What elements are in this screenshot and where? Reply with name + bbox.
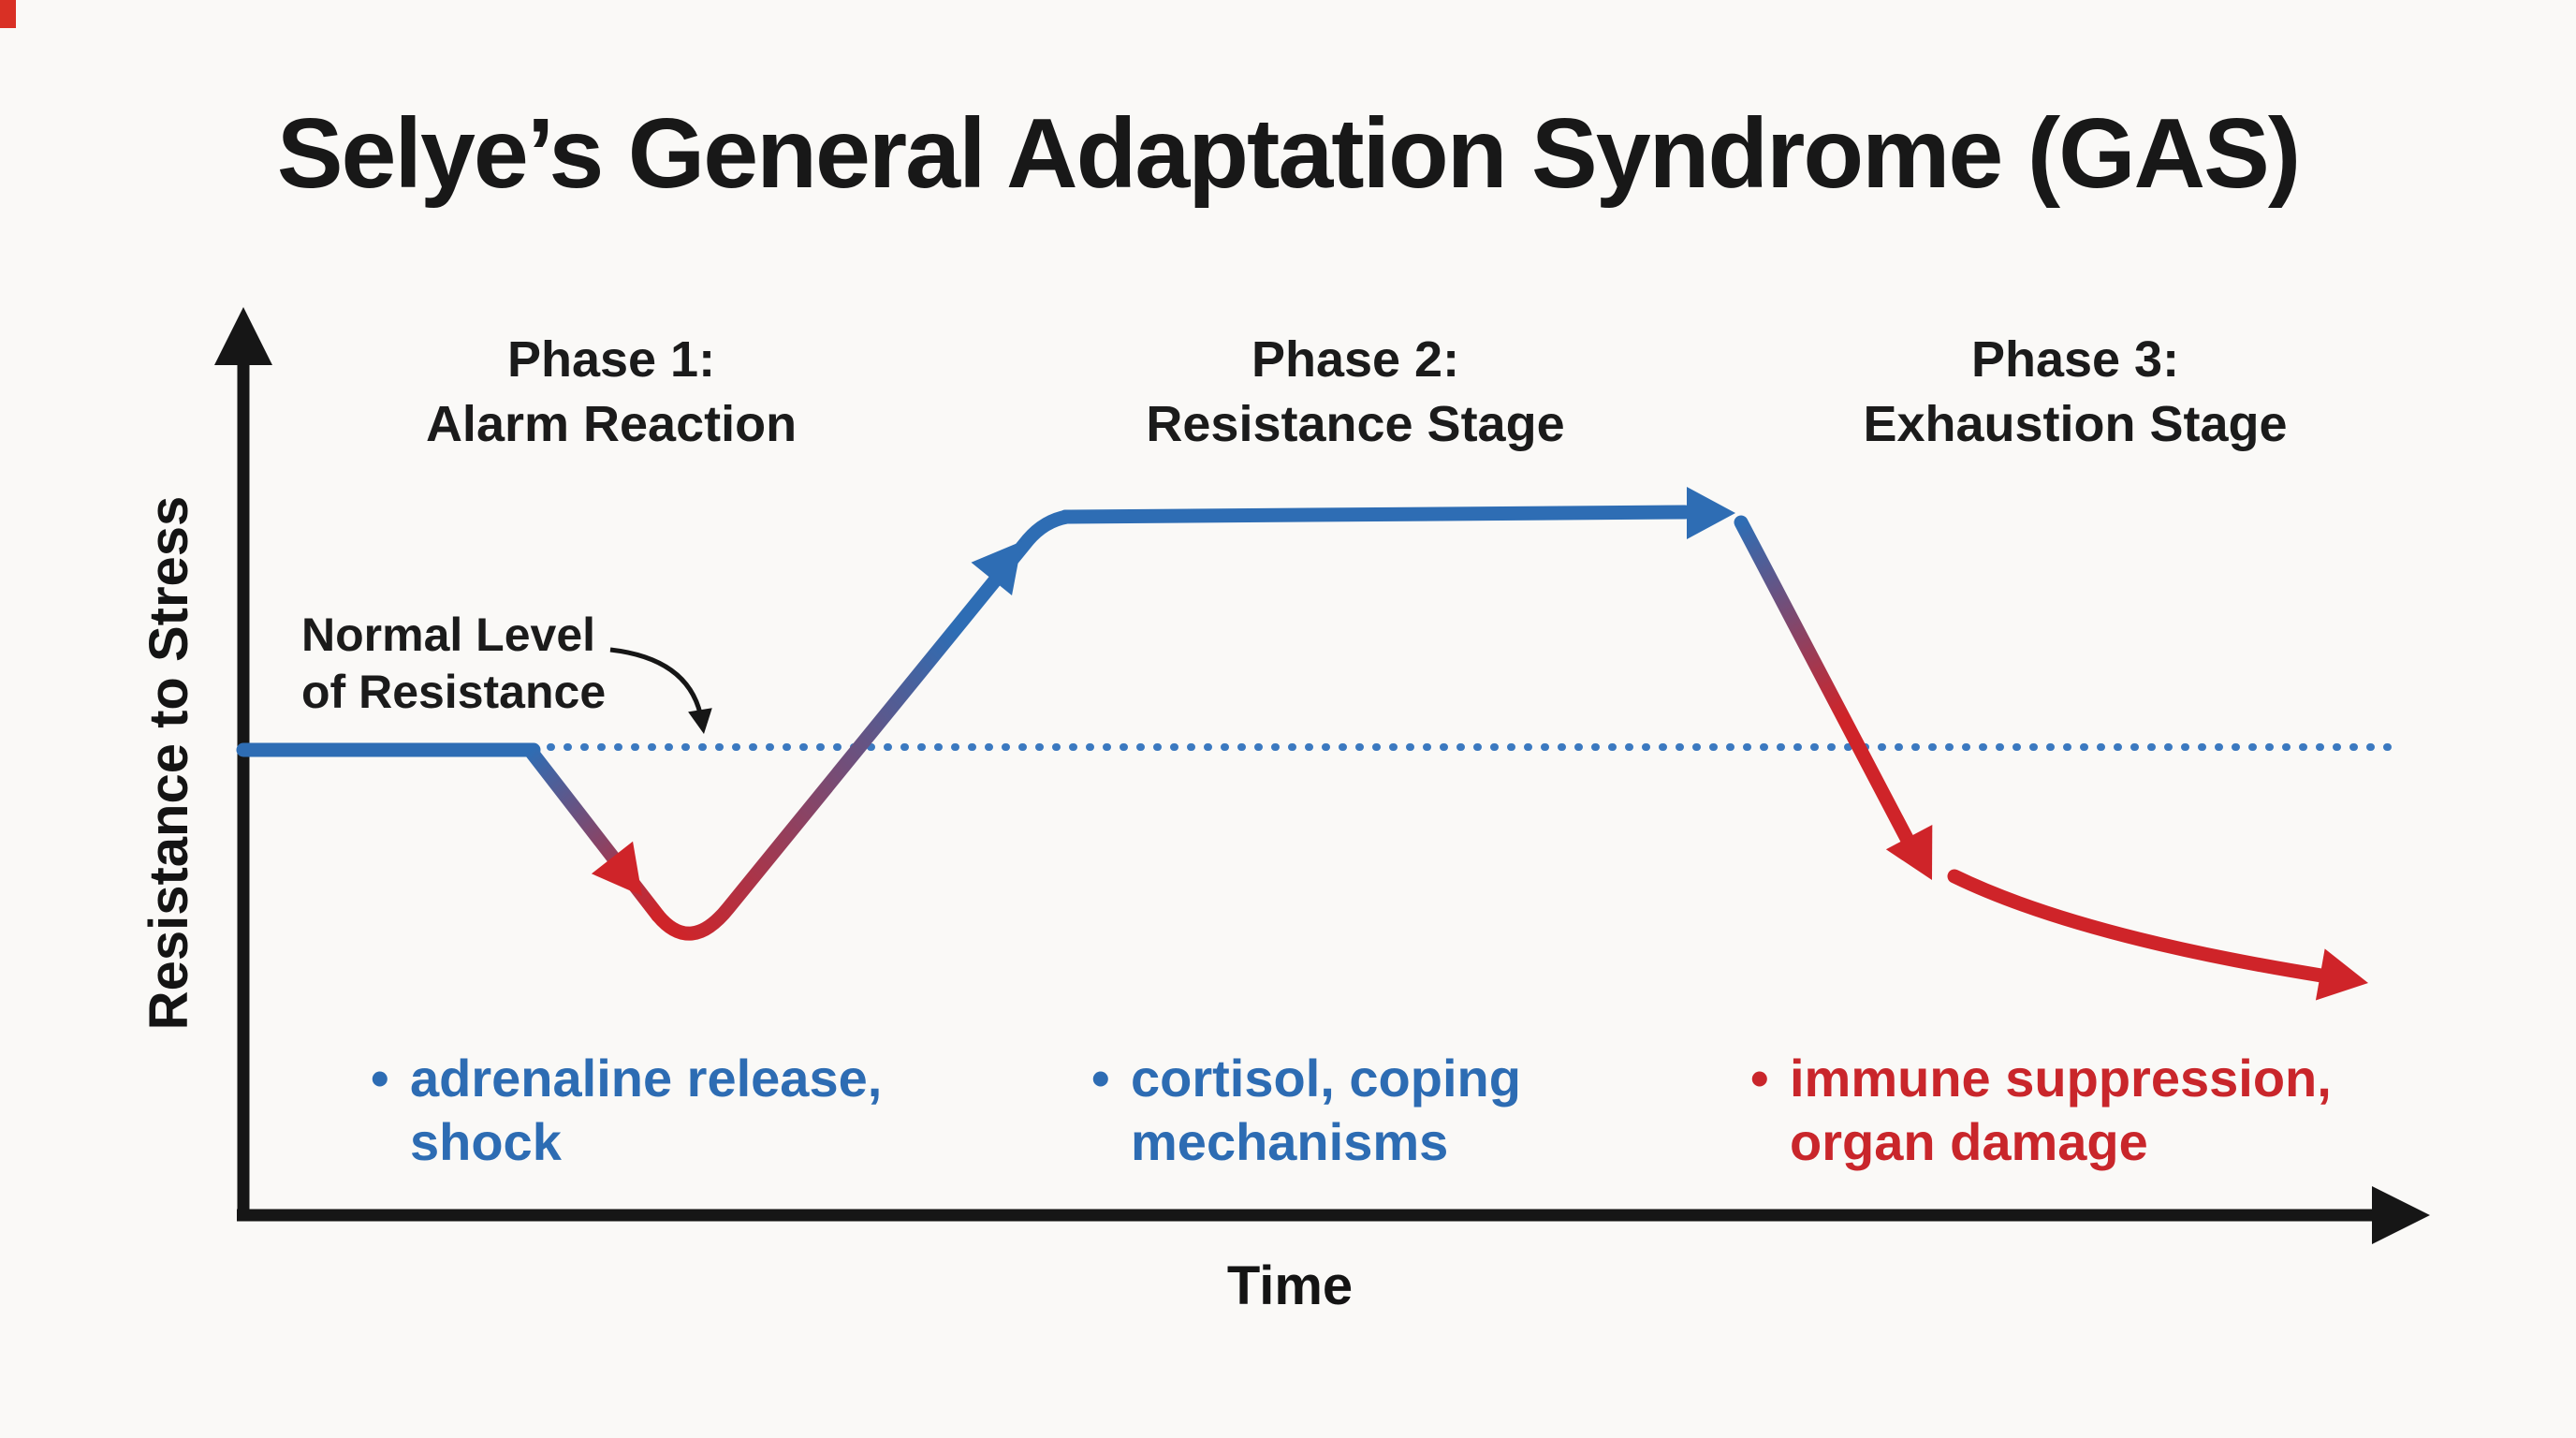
curve-final-decline-segment <box>1947 869 2329 983</box>
phase-1-note-line2: shock <box>410 1112 562 1172</box>
phase-1-note-line1: • adrenaline release, <box>371 1047 882 1110</box>
phase-1-label: Phase 1: Alarm Reaction <box>284 328 939 457</box>
phase-2-note-line2: mechanisms <box>1131 1112 1449 1172</box>
phase-1-label-line2: Alarm Reaction <box>425 396 798 453</box>
bullet-icon: • <box>1091 1049 1110 1108</box>
phase-2-note-line1: • cortisol, coping <box>1091 1047 1521 1110</box>
rise-arrowhead-icon <box>971 541 1022 596</box>
curve-resistance-plateau-segment <box>1058 505 1692 524</box>
diagram-title: Selye’s General Adaptation Syndrome (GAS… <box>276 98 2301 209</box>
phase-3-note-line2: organ damage <box>1790 1112 2148 1172</box>
phase-2-label-line1: Phase 2: <box>1251 331 1460 388</box>
phase-1-note-text1: adrenaline release, <box>410 1049 883 1108</box>
phase-3-note-line1: • immune suppression, <box>1750 1047 2332 1110</box>
phase-3-label-line1: Phase 3: <box>1970 331 2180 388</box>
phase-1-label-line1: Phase 1: <box>506 331 716 388</box>
corner-mark <box>0 0 16 28</box>
normal-level-label-line1: Normal Level <box>301 609 596 661</box>
x-axis-label: Time <box>1226 1255 1354 1316</box>
final-arrowhead-icon <box>2315 948 2368 1001</box>
phase-1-note: • adrenaline release, shock <box>371 1047 882 1175</box>
curve-exhaustion-drop-segment <box>1734 515 1919 855</box>
exhaustion-arrowhead-icon <box>1885 824 1933 880</box>
y-axis-arrowhead-icon <box>214 307 272 365</box>
normal-level-label-line2: of Resistance <box>301 666 607 718</box>
phase-3-note: • immune suppression, organ damage <box>1750 1047 2332 1175</box>
phase-3-label-line2: Exhaustion Stage <box>1863 396 2288 453</box>
normal-level-label: Normal Level of Resistance <box>301 607 606 721</box>
bullet-icon: • <box>371 1049 389 1108</box>
phase-2-label-line2: Resistance Stage <box>1146 396 1565 453</box>
dip-arrowhead-icon <box>591 841 642 896</box>
phase-3-note-text1: immune suppression, <box>1790 1049 2332 1108</box>
x-axis-arrowhead-icon <box>2372 1186 2430 1244</box>
phase-2-note-text1: cortisol, coping <box>1131 1049 1521 1108</box>
plateau-arrowhead-icon <box>1687 487 1735 539</box>
phase-3-label: Phase 3: Exhaustion Stage <box>1748 328 2403 457</box>
curve-recovery-rise-segment <box>651 509 1075 941</box>
phase-2-note: • cortisol, coping mechanisms <box>1091 1047 1521 1175</box>
annotation-arrowhead-icon <box>688 708 712 734</box>
annotation-arrow-line <box>609 647 705 724</box>
bullet-icon: • <box>1750 1049 1769 1108</box>
phase-2-label: Phase 2: Resistance Stage <box>1028 328 1683 457</box>
